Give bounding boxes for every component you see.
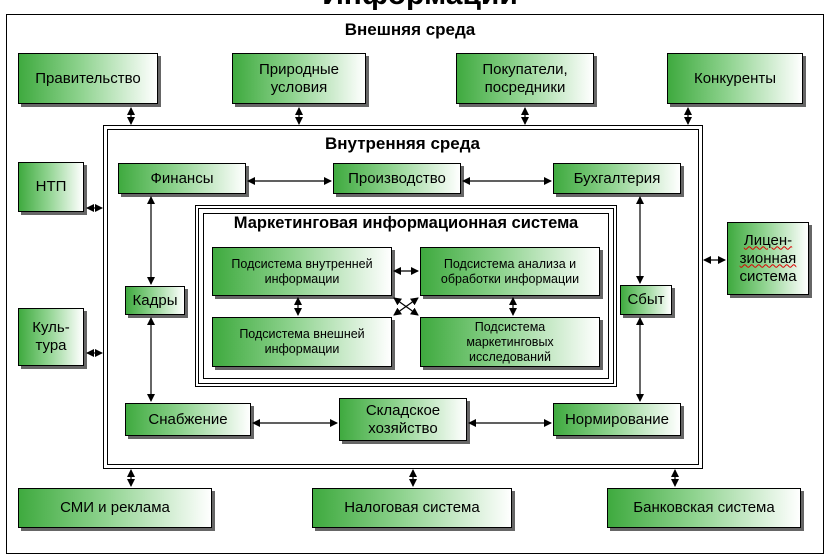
page-title: Информации	[250, 0, 590, 12]
hr-label: Кадры	[132, 291, 178, 309]
ntp-label: НТП	[35, 178, 67, 195]
license-box: Лицен- зионная система	[727, 222, 809, 295]
finance-box: Финансы	[118, 163, 246, 194]
analysis-label-2: обработки информации	[440, 271, 580, 286]
external-info-label-1: Подсистема внешней	[239, 327, 365, 341]
internal-environment-frame-inner	[107, 129, 699, 465]
culture-box: Куль- тура	[18, 308, 84, 366]
external-environment-title: Внешняя среда	[344, 20, 476, 39]
analysis-label-1: Подсистема анализа и	[443, 256, 577, 271]
buyers-box: Покупатели, посредники	[456, 53, 594, 104]
hr-box: Кадры	[125, 286, 185, 315]
tax-label: Налоговая система	[344, 499, 480, 516]
norm-box: Нормирование	[553, 403, 681, 436]
finance-label: Финансы	[150, 169, 214, 187]
competitors-label: Конкуренты	[693, 69, 777, 87]
internal-environment-frame	[103, 125, 703, 469]
research-label-3: исследований	[468, 349, 552, 364]
research-label-2: маркетинговых	[466, 334, 554, 349]
government-label: Правительство	[35, 69, 141, 87]
external-info-subsystem-box: Подсистема внешней информации	[212, 317, 392, 367]
license-label-3: система	[739, 267, 797, 285]
competitors-box: Конкуренты	[667, 53, 803, 104]
internal-info-subsystem-box: Подсистема внутренней информации	[212, 247, 392, 296]
accounting-label: Бухгалтерия	[573, 169, 661, 187]
bank-box: Банковская система	[607, 488, 801, 528]
nature-label-2: условия	[270, 78, 328, 96]
license-label-1: Лицен-	[743, 231, 793, 249]
license-label-2: зионная	[739, 249, 797, 267]
internal-info-label-1: Подсистема внутренней	[231, 256, 373, 271]
warehouse-label-1: Складское	[365, 401, 441, 419]
research-label-1: Подсистема	[474, 319, 546, 334]
internal-info-label-2: информации	[264, 271, 340, 286]
supply-label: Снабжение	[148, 410, 228, 428]
internal-environment-title: Внутренняя среда	[324, 134, 480, 153]
research-subsystem-box: Подсистема маркетинговых исследований	[420, 317, 600, 367]
mis-frame	[195, 205, 617, 387]
mis-title: Маркетинговая информационная система	[233, 214, 579, 232]
sales-box: Сбыт	[620, 285, 672, 315]
production-box: Производство	[333, 163, 461, 194]
nature-box: Природные условия	[232, 53, 366, 104]
arrow-diag-2	[393, 297, 419, 316]
warehouse-box: Складское хозяйство	[339, 398, 467, 441]
government-box: Правительство	[18, 53, 158, 104]
ntp-box: НТП	[18, 162, 84, 212]
sales-label: Сбыт	[627, 291, 665, 308]
external-info-label-2: информации	[264, 342, 340, 356]
production-label: Производство	[348, 169, 446, 187]
norm-label: Нормирование	[564, 410, 670, 428]
culture-label-1: Куль-	[32, 319, 70, 336]
buyers-label-1: Покупатели,	[482, 60, 568, 78]
tax-box: Налоговая система	[312, 488, 512, 528]
warehouse-label-2: хозяйство	[368, 419, 438, 437]
bank-label: Банковская система	[633, 499, 775, 516]
nature-label-1: Природные	[258, 60, 340, 78]
accounting-box: Бухгалтерия	[553, 163, 681, 194]
analysis-subsystem-box: Подсистема анализа и обработки информаци…	[420, 247, 600, 296]
media-box: СМИ и реклама	[18, 488, 212, 528]
culture-label-2: тура	[35, 337, 67, 354]
media-label: СМИ и реклама	[60, 499, 170, 516]
supply-box: Снабжение	[125, 403, 251, 436]
buyers-label-2: посредники	[484, 78, 566, 96]
